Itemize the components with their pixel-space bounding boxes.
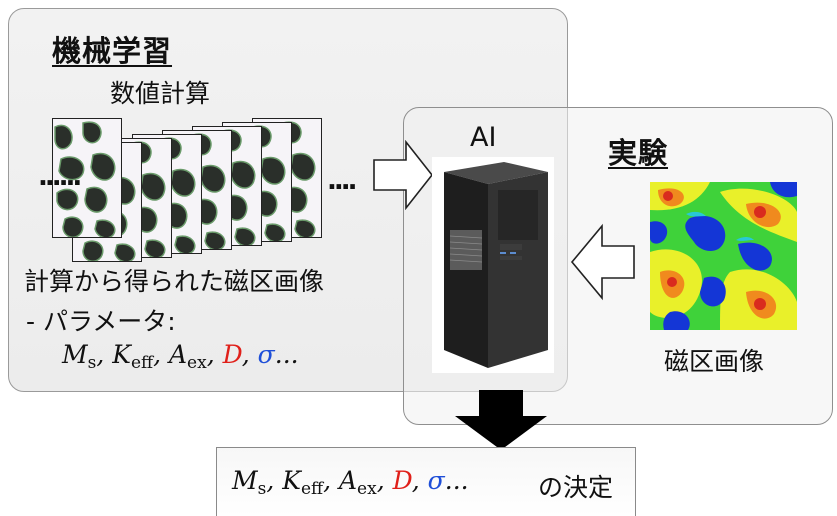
parameters-label: - パラメータ: [26,307,176,336]
ellipsis: ... [274,340,299,369]
down-arrow-icon [455,390,547,450]
keff-subscript: eff [130,353,154,373]
sigma-symbol: σ [257,340,275,369]
aex-symbol: A [338,466,358,495]
aex-subscript: ex [187,353,207,373]
aex-symbol: A [168,340,188,369]
computed-images-label: 計算から得られた磁区画像 [24,267,325,296]
experimental-image-label: 磁区画像 [664,347,765,376]
ellipsis: ... [444,466,469,495]
result-suffix: の決定 [538,473,614,502]
aex-subscript: ex [357,479,377,499]
ml-title: 機械学習 [52,34,173,68]
experimental-domain-image [650,182,797,330]
ai-label: AI [470,122,497,153]
result-parameter-list: Ms, Keff, Aex, D, σ... [232,466,469,499]
ms-subscript: s [257,479,267,499]
keff-subscript: eff [300,479,324,499]
ms-symbol: M [62,340,88,369]
more-images-dots-left: ...... [38,162,82,192]
more-images-dots-right: .... [327,166,357,196]
d-symbol: D [222,340,242,369]
result-box [216,447,636,516]
d-symbol: D [392,466,412,495]
numerical-calculation-label: 数値計算 [110,79,211,108]
ms-subscript: s [87,353,97,373]
left-arrow-icon [570,223,635,301]
ms-symbol: M [232,466,258,495]
right-arrow-icon [373,140,434,210]
sigma-symbol: σ [427,466,445,495]
keff-symbol: K [282,466,301,495]
server-icon [444,162,548,368]
keff-symbol: K [112,340,131,369]
simulated-domain-image [52,118,122,238]
experiment-title: 実験 [608,136,669,170]
ml-parameter-list: Ms, Keff, Aex, D, σ... [62,340,299,373]
